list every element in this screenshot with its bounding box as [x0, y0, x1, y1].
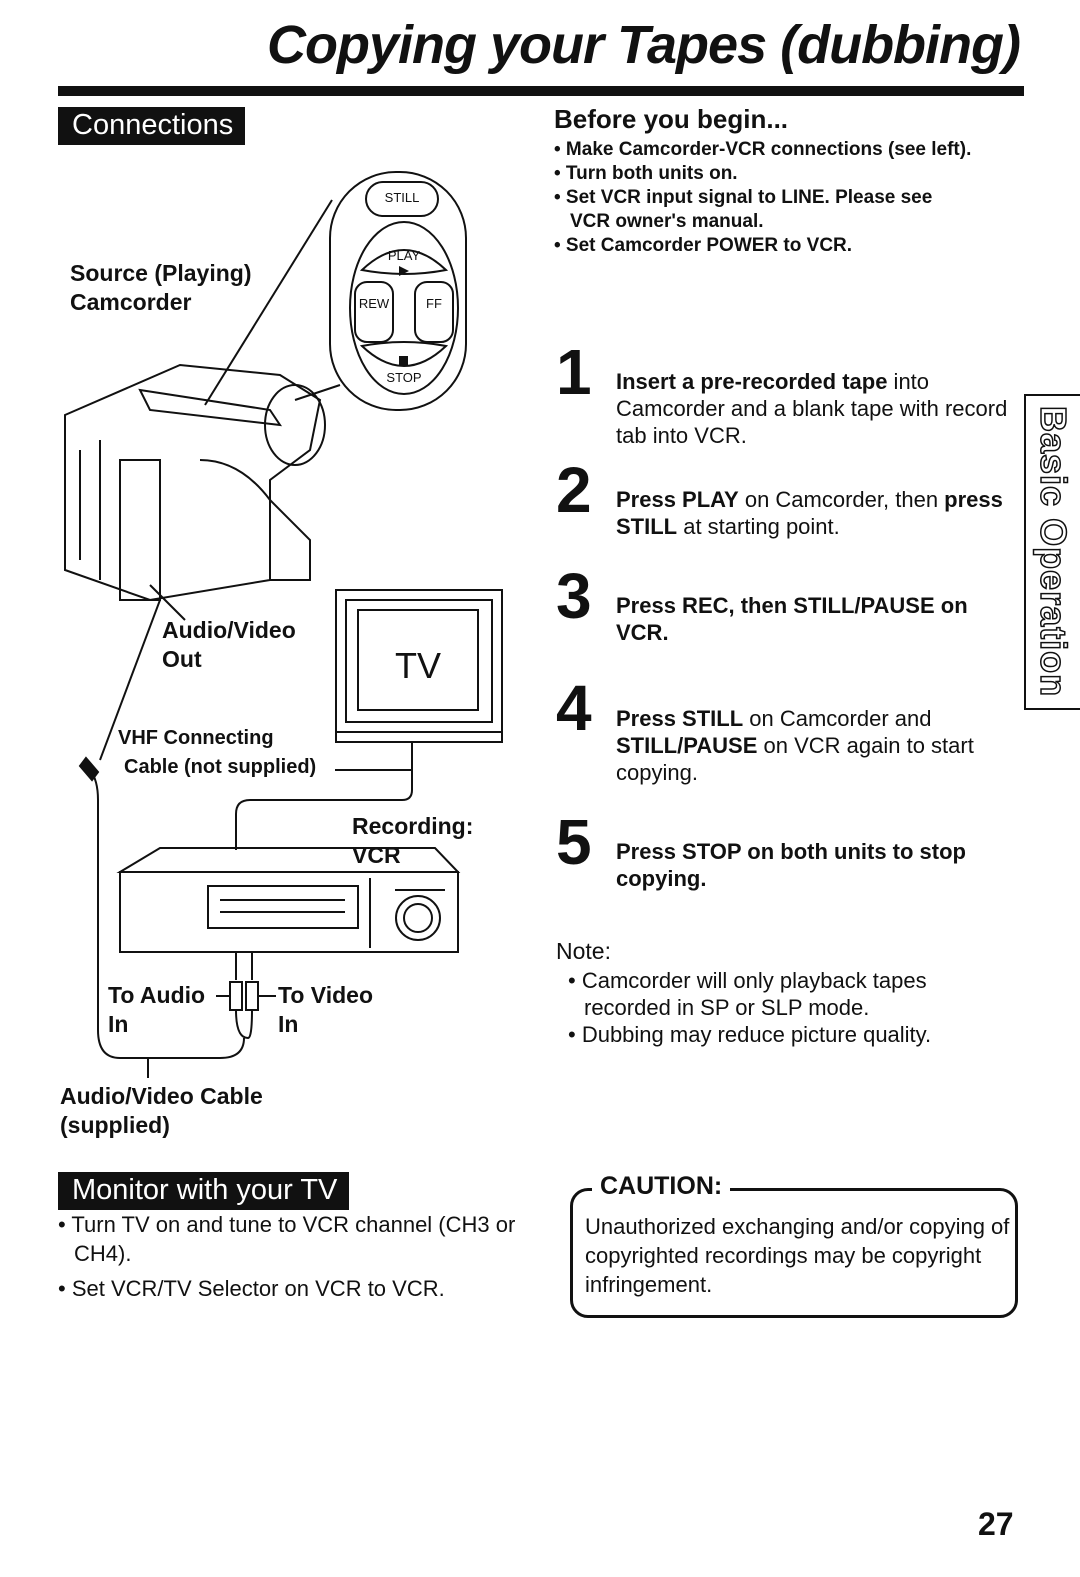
vhf-cable-label: VHF Connecting Cable (not supplied)	[118, 727, 317, 778]
av-out-label: Audio/Video Out	[162, 617, 296, 672]
step-text: Press REC, then STILL/PAUSE on VCR.	[616, 593, 968, 645]
step-number: 3	[556, 560, 592, 632]
audio-plug	[229, 981, 243, 1011]
caution-title: CAUTION:	[592, 1172, 731, 1201]
video-plug	[245, 981, 259, 1011]
before-title: Before you begin...	[554, 104, 789, 134]
side-tab-basic-operation: Basic Operation	[1024, 394, 1080, 710]
transport-button-cluster	[349, 221, 459, 395]
list-item: • Camcorder will only playback tapes rec…	[568, 968, 927, 1020]
ff-button-label: FF	[426, 296, 442, 311]
play-button-label: PLAY	[388, 248, 421, 263]
rew-button-label: REW	[359, 296, 390, 311]
list-item: • Set VCR/TV Selector on VCR to VCR.	[58, 1276, 445, 1301]
stop-icon	[399, 356, 408, 365]
stop-button-label: STOP	[386, 370, 421, 385]
list-item: • Make Camcorder-VCR connections (see le…	[554, 139, 972, 160]
caution-text: Unauthorized exchanging and/or copying o…	[585, 1214, 1010, 1297]
step-text: Press STOP on both units to stop copying…	[616, 839, 966, 891]
play-icon	[399, 266, 409, 276]
vcr-body	[119, 871, 459, 953]
monitor-list: • Turn TV on and tune to VCR channel (CH…	[58, 1210, 518, 1309]
tv-cabinet	[335, 589, 503, 743]
step-text: Insert a pre-recorded tape into Camcorde…	[616, 369, 1008, 448]
step-text: Press PLAY on Camcorder, then press STIL…	[616, 487, 1003, 539]
note-list: • Camcorder will only playback tapes rec…	[568, 967, 1008, 1048]
connection-diagram: STILL PLAY REW FF STOP TV	[64, 171, 503, 1078]
step-number: 5	[556, 806, 592, 878]
to-audio-in-label: To Audio In	[108, 982, 206, 1037]
list-item: • Set VCR input signal to LINE. Please s…	[554, 187, 933, 232]
recording-vcr-label: Recording: VCR	[352, 813, 474, 868]
connections-heading: Connections	[58, 107, 246, 146]
still-button-shape	[365, 181, 439, 217]
av-cable-label: Audio/Video Cable (supplied)	[60, 1083, 263, 1138]
callout-oval	[329, 171, 467, 411]
monitor-heading: Monitor with your TV	[58, 1172, 350, 1211]
list-item: • Dubbing may reduce picture quality.	[568, 1022, 932, 1047]
vhf-cable	[235, 742, 413, 850]
title-rule	[58, 86, 1024, 96]
step-text: Press STILL on Camcorder and STILL/PAUSE…	[616, 706, 974, 785]
tv-label: TV	[395, 645, 441, 686]
camcorder-body	[64, 363, 322, 602]
source-label: Source (Playing) Camcorder	[70, 260, 252, 315]
before-list: • Make Camcorder-VCR connections (see le…	[554, 138, 974, 258]
list-item: • Turn both units on.	[554, 163, 738, 184]
page-title: Copying your Tapes (dubbing)	[267, 15, 1021, 75]
note-title: Note:	[556, 938, 611, 964]
av-cable	[89, 769, 245, 1059]
step-number: 4	[556, 672, 592, 744]
still-button-label: STILL	[385, 190, 420, 205]
caution-box	[570, 1188, 1018, 1318]
to-video-in-label: To Video In	[278, 982, 373, 1037]
list-item: • Set Camcorder POWER to VCR.	[554, 235, 853, 256]
step-number: 2	[556, 454, 592, 526]
page-number: 27	[978, 1506, 1014, 1542]
step-number: 1	[556, 336, 592, 408]
list-item: • Turn TV on and tune to VCR channel (CH…	[58, 1212, 516, 1266]
